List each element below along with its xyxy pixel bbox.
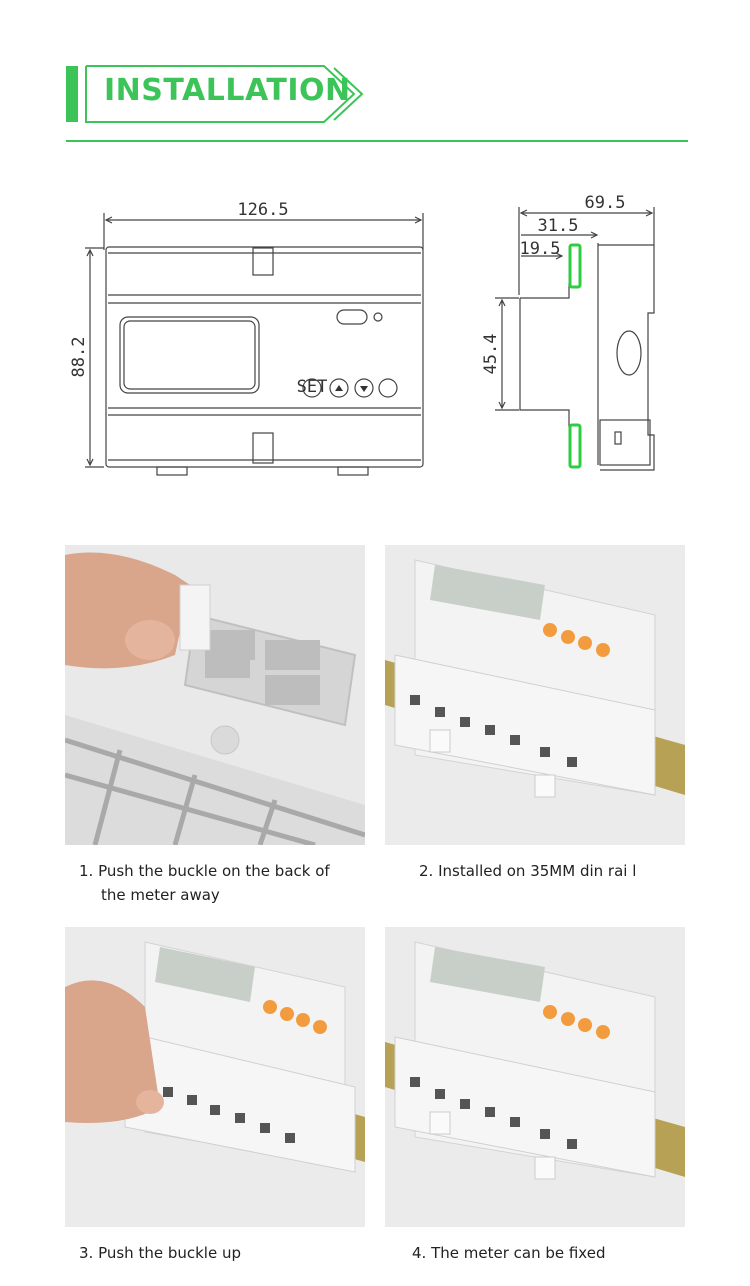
meter-fixed-photo-illustration bbox=[385, 927, 685, 1227]
width-dimension: 126.5 bbox=[237, 200, 288, 220]
set-button-label: SET bbox=[297, 377, 328, 397]
step-2-caption: 2. Installed on 35MM din rai l bbox=[419, 859, 636, 883]
step-2-caption-line1: 2. Installed on 35MM din rai l bbox=[419, 862, 637, 880]
step-4-photo bbox=[385, 927, 685, 1227]
header-accent-bar bbox=[66, 66, 78, 122]
step-4-caption: 4. The meter can be fixed bbox=[412, 1241, 605, 1265]
height-dimension: 88.2 bbox=[69, 337, 89, 378]
header-divider bbox=[66, 140, 688, 142]
meter-on-rail-photo-illustration bbox=[385, 545, 685, 845]
buckle-up-photo-illustration bbox=[65, 927, 365, 1227]
step-2-photo bbox=[385, 545, 685, 845]
step-3-caption: 3. Push the buckle up bbox=[79, 1241, 241, 1265]
step-3-photo bbox=[65, 927, 365, 1227]
depth-clip-dimension: 19.5 bbox=[520, 239, 561, 259]
step-1-caption-line2: the meter away bbox=[101, 886, 220, 904]
step-1-caption: 1. Push the buckle on the back of the me… bbox=[79, 859, 330, 907]
step-4-caption-line1: 4. The meter can be fixed bbox=[412, 1244, 606, 1262]
section-title: INSTALLATION bbox=[104, 73, 351, 108]
step-1-caption-line1: 1. Push the buckle on the back of bbox=[79, 862, 330, 880]
dimension-drawing: SET 126.5 88.2 69.5 31.5 19.5 45.4 bbox=[69, 193, 655, 476]
step-3-caption-line1: 3. Push the buckle up bbox=[79, 1244, 241, 1262]
header-arrow-frame bbox=[85, 65, 364, 123]
step-1-photo bbox=[65, 545, 365, 845]
depth-mid-dimension: 31.5 bbox=[538, 216, 579, 236]
depth-total-dimension: 69.5 bbox=[585, 193, 626, 213]
buckle-back-photo-illustration bbox=[65, 545, 365, 845]
rail-height-dimension: 45.4 bbox=[481, 334, 501, 375]
